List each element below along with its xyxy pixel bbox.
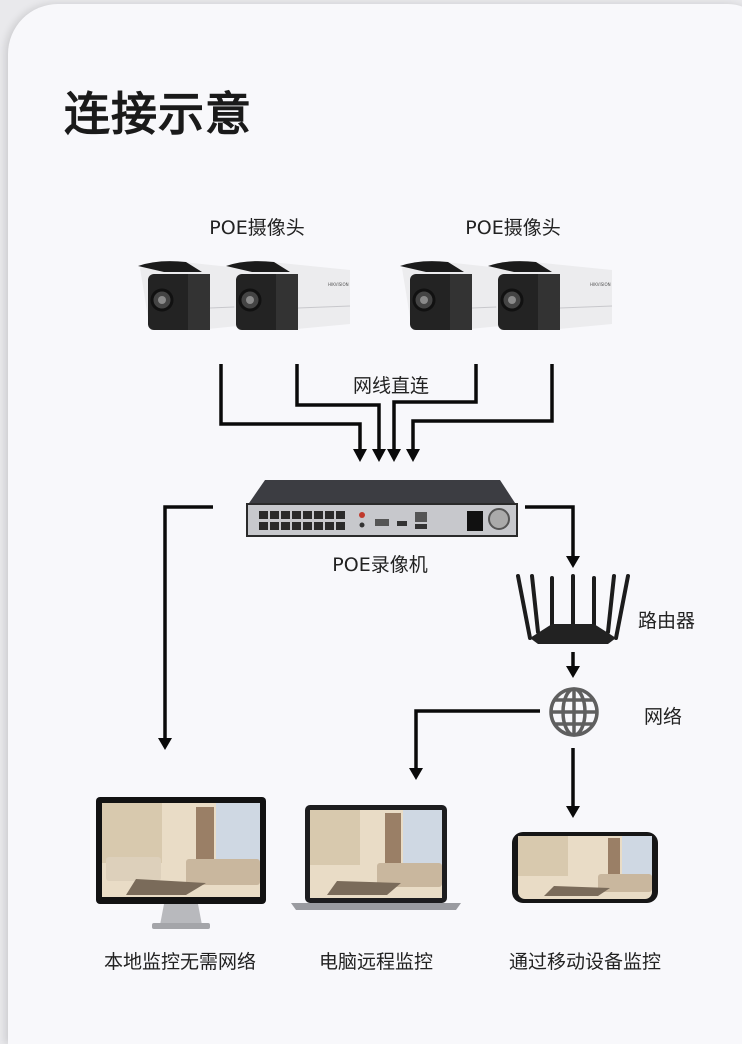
router-icon (516, 574, 630, 644)
camera-group-left-label: POE摄像头 (209, 217, 305, 239)
nvr-label: POE录像机 (332, 554, 428, 576)
smartphone-icon (512, 832, 658, 903)
globe-to-laptop (414, 709, 540, 770)
cable-camera-2 (295, 364, 381, 456)
poe-camera-icon (138, 261, 259, 330)
poe-camera-icon: HIKVISION (488, 261, 613, 330)
cable-label: 网线直连 (352, 375, 430, 397)
camera-brand-label: HIKVISION (328, 282, 349, 287)
arrow-head (566, 556, 580, 568)
nvr-to-router (525, 505, 575, 558)
endpoint-label-pc-remote: 电脑远程监控 (318, 951, 434, 973)
network-label: 网络 (644, 706, 683, 728)
arrow-head (409, 768, 423, 780)
endpoint-label-mobile: 通过移动设备监控 (508, 951, 662, 973)
laptop-icon (291, 805, 461, 910)
camera-brand-label: HIKVISION (590, 282, 611, 287)
page-title: 连接示意 (64, 87, 252, 141)
router-label: 路由器 (638, 610, 696, 632)
poe-camera-icon (400, 261, 521, 330)
globe-network-icon (549, 687, 599, 737)
nvr-recorder-icon (246, 480, 518, 537)
arrow-head (406, 449, 420, 462)
arrow-head (566, 806, 580, 818)
arrow-head (353, 449, 367, 462)
arrow-head (372, 449, 386, 462)
cable-camera-1 (219, 364, 362, 456)
arrow-head (158, 738, 172, 750)
poe-camera-icon: HIKVISION (226, 261, 351, 330)
nvr-to-monitor (163, 505, 213, 740)
arrow-head (387, 449, 401, 462)
arrow-head (566, 666, 580, 678)
camera-group-right-label: POE摄像头 (465, 217, 561, 239)
endpoint-label-local-monitor: 本地监控无需网络 (103, 951, 257, 973)
monitor-icon (96, 797, 266, 929)
cable-camera-4 (411, 364, 554, 456)
cable-camera-3 (392, 364, 478, 456)
